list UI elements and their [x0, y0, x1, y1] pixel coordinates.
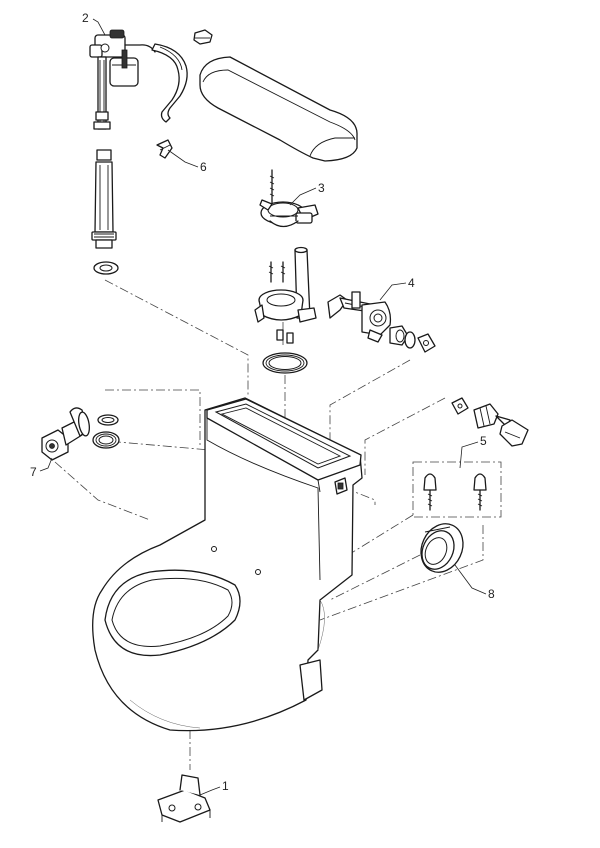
callout-flush-valve: 3: [318, 181, 325, 195]
callout-angle-stop: 7: [30, 465, 37, 479]
toilet-body: [92, 397, 363, 732]
callout-floor-bracket: 1: [222, 779, 229, 793]
flush-handle: [451, 397, 529, 447]
callout-wax-ring: 8: [488, 587, 495, 601]
supply-hose-clip: [156, 139, 173, 159]
flush-valve-body: [254, 246, 317, 374]
callout-labels: 2 3 4 5 6 7 8 1: [30, 11, 495, 793]
angle-stop: [41, 407, 120, 461]
callout-supply-hose-clip: 6: [200, 160, 207, 174]
callout-leaders: [39, 18, 487, 796]
callout-seat-hardware: 5: [480, 434, 487, 448]
floor-bracket: [157, 774, 211, 823]
seat-hardware: [423, 473, 487, 511]
callout-trip-lever: 4: [408, 276, 415, 290]
fill-valve: [89, 29, 213, 275]
refill-hose: [151, 43, 188, 123]
wax-ring: [420, 523, 464, 573]
flush-valve-cover: [259, 169, 319, 228]
tank-lid: [199, 56, 358, 162]
callout-fill-valve: 2: [82, 11, 89, 25]
trip-lever-assembly: [327, 291, 436, 353]
